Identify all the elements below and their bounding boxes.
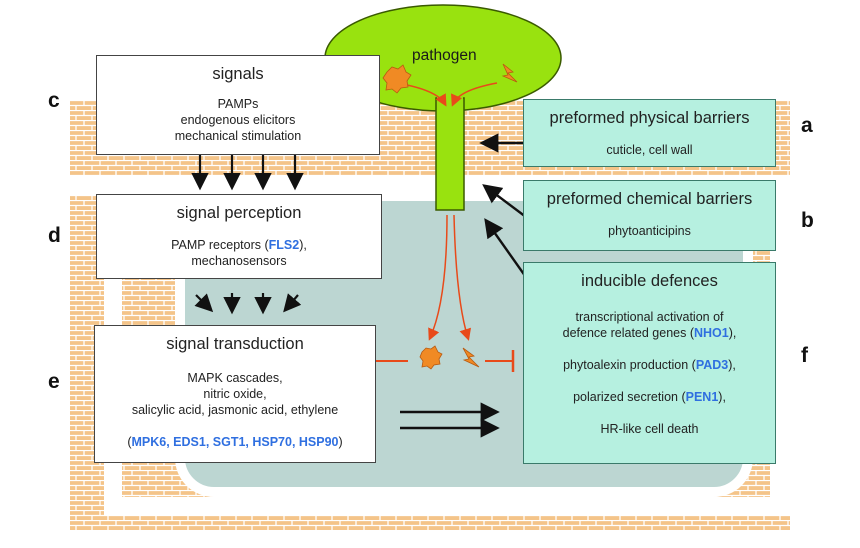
genes-list: MPK6, EDS1, SGT1, HSP70, HSP90: [131, 435, 339, 449]
signals-line: endogenous elicitors: [180, 113, 296, 127]
transduction-title: signal transduction: [166, 335, 304, 353]
signals-line: mechanical stimulation: [174, 129, 302, 143]
inhibition-bar-icon: [485, 350, 515, 372]
inducible-defences-box: inducible defences transcriptional activ…: [523, 262, 776, 464]
panel-letter-b: b: [801, 209, 814, 232]
transduction-to-defence-arrows: [400, 402, 500, 438]
pathogen-label: pathogen: [412, 47, 477, 64]
panel-letter-a: a: [801, 114, 813, 137]
perception-to-transduction-arrows: [194, 293, 302, 315]
gene-nho1: NHO1: [693, 326, 729, 340]
perception-title: signal perception: [176, 204, 302, 222]
inducible-line-5: HR-like cell death: [600, 422, 699, 436]
transduction-genes: (MPK6, EDS1, SGT1, HSP70, HSP90): [127, 435, 343, 449]
signals-title: signals: [212, 65, 264, 83]
inducible-line-4: polarized secretion (PEN1),: [573, 390, 726, 404]
inducible-line-1: transcriptional activation of: [575, 310, 724, 324]
transduction-line: salicylic acid, jasmonic acid, ethylene: [131, 403, 339, 417]
physical-barriers-box: preformed physical barriers cuticle, cel…: [523, 99, 776, 167]
signal-perception-box: signal perception PAMP receptors (FLS2),…: [96, 194, 382, 279]
elicitor-blob-icon: [382, 64, 412, 94]
lightning-icon: [501, 63, 518, 83]
gene-fls2: FLS2: [268, 238, 300, 252]
gene-pen1: PEN1: [685, 390, 719, 404]
perception-line-1: PAMP receptors (FLS2),: [171, 238, 307, 252]
inducible-line-2: defence related genes (NHO1),: [562, 326, 737, 340]
wall-gap-bottom: [104, 497, 790, 515]
signals-to-perception-arrows: [191, 155, 304, 191]
transduction-line: MAPK cascades,: [187, 371, 283, 385]
panel-letter-c: c: [48, 89, 60, 112]
lightning-icon: [462, 347, 480, 368]
physical-title: preformed physical barriers: [549, 109, 750, 127]
panel-letter-f: f: [801, 344, 808, 367]
elicitor-blob-icon: [419, 345, 443, 370]
pathogen-hypha: [435, 97, 465, 211]
chemical-title: preformed chemical barriers: [546, 190, 753, 208]
signals-line: PAMPs: [217, 97, 259, 111]
gene-pad3: PAD3: [695, 358, 729, 372]
chemical-detail: phytoanticipins: [608, 224, 691, 238]
perception-line-2: mechanosensors: [191, 254, 287, 268]
panel-letter-d: d: [48, 224, 61, 247]
panel-letter-e: e: [48, 370, 60, 393]
inducible-title: inducible defences: [581, 272, 718, 290]
inducible-line-3: phytoalexin production (PAD3),: [563, 358, 736, 372]
signal-transduction-box: signal transduction MAPK cascades, nitri…: [94, 325, 376, 463]
physical-detail: cuticle, cell wall: [606, 143, 693, 157]
signals-box: signals PAMPs endogenous elicitors mecha…: [96, 55, 380, 155]
transduction-line: nitric oxide,: [203, 387, 267, 401]
chemical-barriers-box: preformed chemical barriers phytoanticip…: [523, 180, 776, 251]
